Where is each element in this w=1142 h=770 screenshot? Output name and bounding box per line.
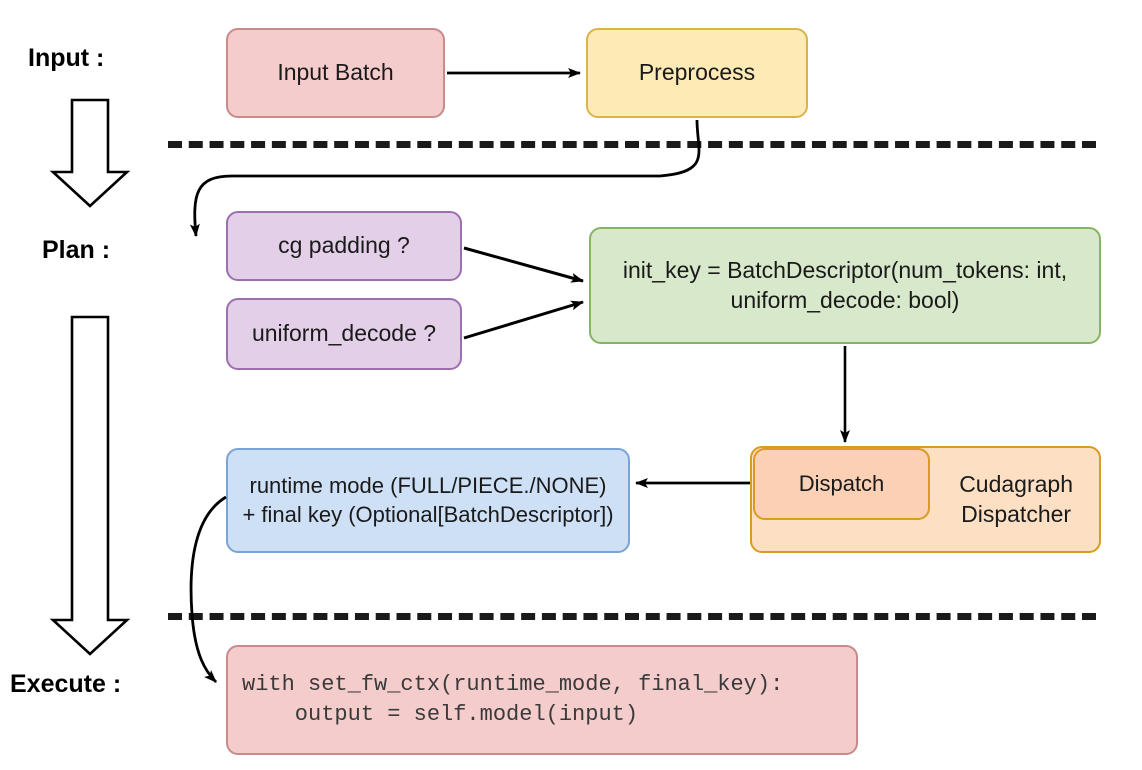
edge-cg-padding-to-init-key <box>463 246 584 283</box>
input-plan-divider <box>168 141 1096 148</box>
node-dispatch-label: Dispatch <box>798 470 885 496</box>
stage-label-input: Input : <box>28 44 105 72</box>
node-init-key-line1: init_key = BatchDescriptor(num_tokens: i… <box>622 257 1068 284</box>
node-exec-code[interactable]: with set_fw_ctx(runtime_mode, final_key)… <box>226 645 858 755</box>
node-dispatch[interactable]: Dispatch <box>753 448 930 520</box>
input-to-plan-arrow <box>49 98 131 208</box>
node-preprocess-label: Preprocess <box>638 59 756 86</box>
node-cudagraph-dispatcher-line1: Cudagraph <box>959 471 1073 498</box>
node-cudagraph-dispatcher-line2: Dispatcher <box>961 500 1072 527</box>
plan-execute-divider <box>168 613 1096 620</box>
node-runtime-mode[interactable]: runtime mode (FULL/PIECE./NONE) + final … <box>226 448 630 553</box>
node-uniform-decode[interactable]: uniform_decode ? <box>226 298 462 370</box>
node-preprocess[interactable]: Preprocess <box>586 28 808 118</box>
edge-uniform-decode-to-init-key <box>463 300 584 340</box>
node-exec-code-line1: with set_fw_ctx(runtime_mode, final_key)… <box>242 672 784 698</box>
node-uniform-decode-label: uniform_decode ? <box>251 320 437 347</box>
node-input-batch[interactable]: Input Batch <box>226 28 445 118</box>
node-init-key[interactable]: init_key = BatchDescriptor(num_tokens: i… <box>589 227 1101 344</box>
node-exec-code-line2: output = self.model(input) <box>242 702 639 727</box>
node-input-batch-label: Input Batch <box>277 59 394 86</box>
stage-label-plan: Plan : <box>42 236 111 264</box>
node-runtime-mode-line1: runtime mode (FULL/PIECE./NONE) <box>249 473 607 499</box>
node-runtime-mode-line2: + final key (Optional[BatchDescriptor]) <box>242 501 614 527</box>
node-cg-padding-label: cg padding ? <box>278 232 410 259</box>
edge-runtime-mode-to-exec-code <box>189 495 227 683</box>
node-cg-padding[interactable]: cg padding ? <box>226 211 462 281</box>
stage-label-execute: Execute : <box>10 670 122 698</box>
node-init-key-line2: uniform_decode: bool) <box>730 286 960 313</box>
plan-to-execute-arrow <box>49 315 131 656</box>
